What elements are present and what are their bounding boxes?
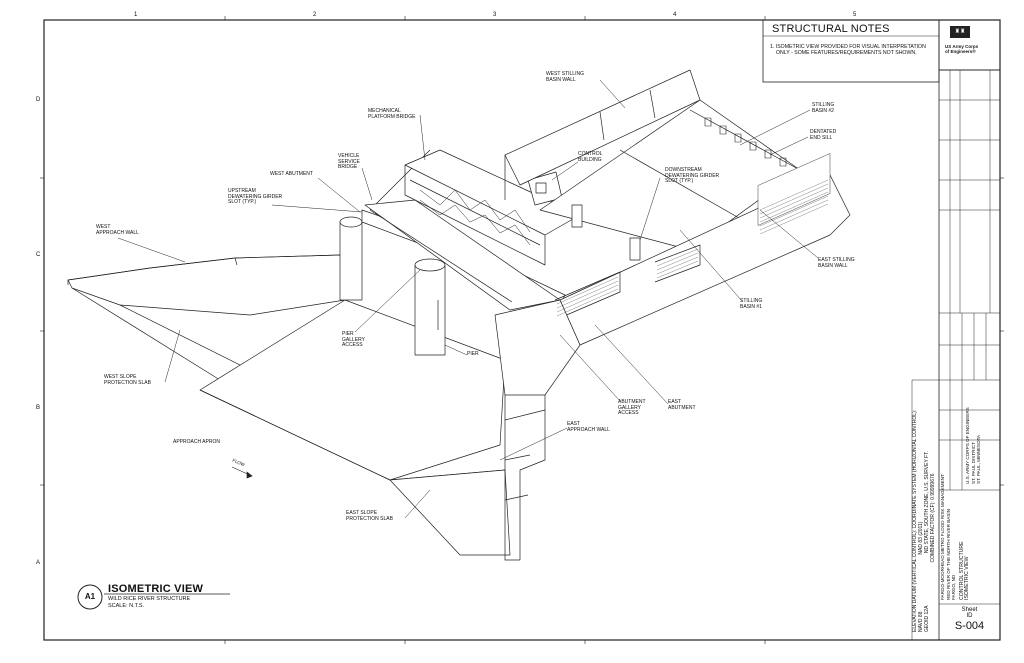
label-approach-apron: APPROACH APRON — [173, 439, 220, 445]
sheet-label: Sheet ID — [961, 607, 978, 619]
view-tag: A1 — [84, 592, 96, 601]
label-west-abutment: WEST ABUTMENT — [270, 171, 313, 177]
project-block: FARGO-MOORHEAD METRO FLOOD RISK MANAGEME… — [940, 474, 970, 600]
grid-row-c: C — [36, 252, 41, 258]
agency-block: U.S. ARMY CORPS OF ENGINEERS ST. PAUL DI… — [965, 407, 981, 484]
grid-row-a: A — [36, 560, 41, 566]
grid-col-1: 1 — [134, 12, 138, 18]
usace-castle-icon: ♜♜ — [950, 26, 970, 38]
grid-col-2: 2 — [313, 12, 317, 18]
view-subtitle: WILD RICE RIVER STRUCTURE — [108, 596, 191, 602]
view-scale: SCALE: N.T.S. — [108, 603, 145, 609]
grid-col-4: 4 — [673, 12, 677, 18]
note-line-1: 1. ISOMETRIC VIEW PROVIDED FOR VISUAL IN… — [770, 44, 926, 50]
notes-title: STRUCTURAL NOTES — [772, 23, 890, 35]
label-pier: PIER — [467, 351, 479, 357]
grid-col-3: 3 — [493, 12, 497, 18]
note-line-2: ONLY - SOME FEATURES/REQUIREMENTS NOT SH… — [776, 50, 917, 56]
grid-col-5: 5 — [853, 12, 857, 18]
grid-row-b: B — [36, 405, 41, 411]
logo-text: US Army Corps of Engineers® — [945, 44, 979, 54]
grid-row-d: D — [36, 97, 41, 103]
sheet-id: S-004 — [954, 620, 985, 632]
notes-body: 1. ISOMETRIC VIEW PROVIDED FOR VISUAL IN… — [770, 44, 926, 56]
view-title: ISOMETRIC VIEW — [108, 583, 204, 595]
datum-block: ELEVATION DATUM (VERTICAL CONTROL): COOR… — [912, 409, 936, 632]
